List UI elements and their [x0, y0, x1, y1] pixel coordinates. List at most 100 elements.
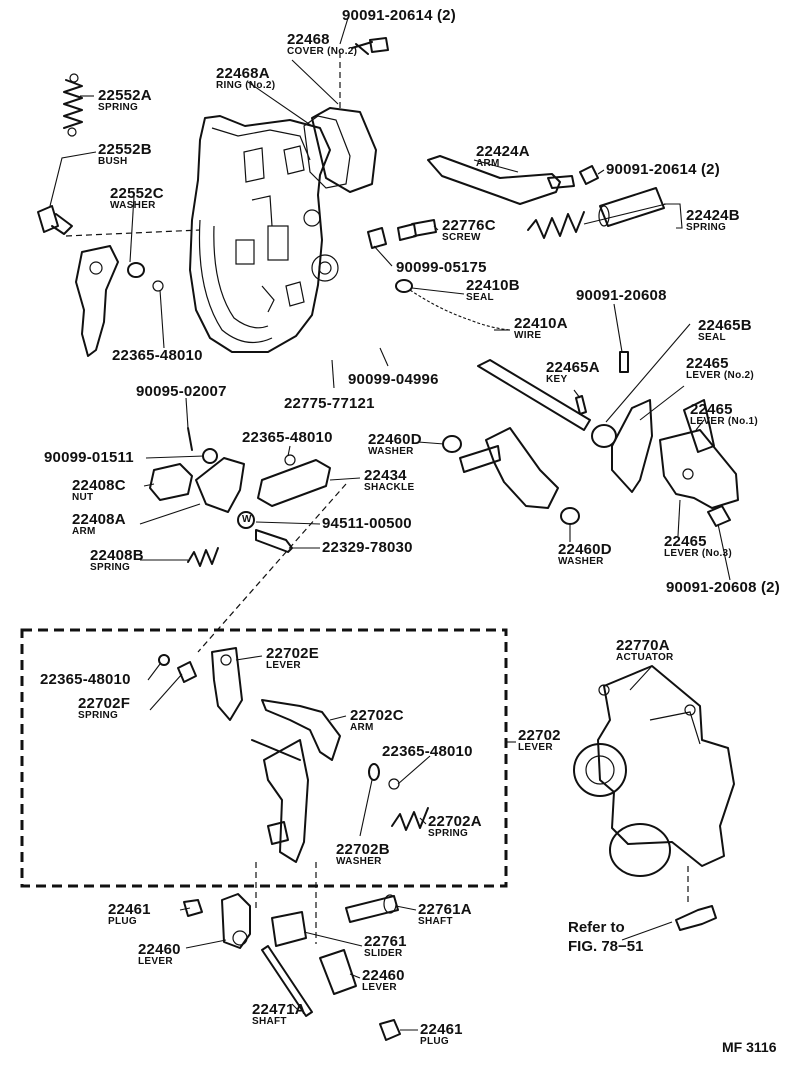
label-p32: 22329-78030	[322, 540, 413, 555]
bolt-22329-78030	[255, 529, 293, 553]
cover-no2	[303, 107, 377, 193]
part-number: 22471A	[252, 1001, 306, 1018]
label-p25: 90099-01511	[44, 450, 134, 465]
slider-22761	[271, 911, 307, 947]
part-number: 22408A	[72, 511, 126, 528]
part-name: LEVER (No.1)	[690, 416, 759, 427]
part-number: 22702E	[266, 645, 319, 662]
part-number: 22552C	[110, 185, 164, 202]
shaft	[477, 359, 591, 431]
shaft-22761A	[345, 895, 399, 923]
seal-22410B	[395, 279, 413, 293]
part-name: LEVER	[518, 742, 553, 753]
part-name: RING (No.2)	[216, 80, 276, 91]
mounting-bracket	[75, 245, 119, 357]
part-name: SCREW	[442, 232, 481, 243]
label-p40: 22365-48010	[382, 744, 473, 759]
label-p16: 22365-48010	[112, 348, 203, 363]
part-number: 22776C	[442, 217, 496, 234]
part-number: 22410B	[466, 277, 520, 294]
part-name: BUSH	[98, 156, 128, 167]
part-name: LEVER (No.3)	[664, 548, 733, 559]
part-number: 22365-48010	[242, 429, 333, 446]
label-p1: 90091-20614 (2)	[342, 8, 456, 23]
lever-no1-no3	[659, 399, 739, 509]
leader-lines	[49, 17, 731, 1031]
part-number: 22461	[108, 901, 151, 918]
screw-22776C	[397, 219, 437, 241]
part-name: COVER (No.2)	[287, 46, 358, 57]
part-number: 22552B	[98, 141, 152, 158]
part-number: 22702C	[350, 707, 404, 724]
lever-no2	[611, 351, 653, 493]
part-number: 22408B	[90, 547, 144, 564]
part-number: 90099-05175	[396, 259, 487, 276]
part-name: ARM	[72, 526, 96, 537]
part-number: 22365-48010	[40, 671, 131, 688]
part-number: 22465A	[546, 359, 600, 376]
part-number: 22365-48010	[112, 347, 203, 364]
spring-22408B	[187, 547, 219, 567]
part-name: WASHER	[558, 556, 604, 567]
part-name: SHAFT	[418, 916, 453, 927]
actuator-bolt	[675, 905, 717, 931]
part-name: PLUG	[420, 1036, 449, 1047]
washer-W	[237, 511, 255, 529]
part-number: 90091-20614 (2)	[606, 161, 720, 178]
part-number: 22468	[287, 31, 330, 48]
part-name: ACTUATOR	[616, 652, 674, 663]
actuator-22770A	[573, 665, 735, 877]
part-name: NUT	[72, 492, 94, 503]
arm-22408A	[195, 457, 245, 513]
part-number: 22329-78030	[322, 539, 413, 556]
part-number: 22460	[362, 967, 405, 984]
part-number: 90099-01511	[44, 449, 134, 466]
lever-22460-left	[221, 893, 251, 949]
part-name: SEAL	[698, 332, 726, 343]
lever-22702-group	[158, 647, 429, 863]
part-name: SPRING	[90, 562, 131, 573]
spring-22552A	[63, 73, 83, 137]
part-number: 90095-02007	[136, 383, 227, 400]
reference-line1: Refer to	[568, 919, 625, 936]
part-name: LEVER (No.2)	[686, 370, 755, 381]
part-number: 22552A	[98, 87, 152, 104]
part-name: ARM	[350, 722, 374, 733]
part-number: 22465	[664, 533, 707, 550]
key-22465A	[575, 395, 587, 415]
part-name: SPRING	[428, 828, 469, 839]
part-number: 22410A	[514, 315, 568, 332]
seal-22465B	[591, 424, 617, 448]
pin-90095-02007	[187, 427, 193, 451]
part-number: 22468A	[216, 65, 270, 82]
part-number: 22424B	[686, 207, 740, 224]
part-name: SHAFT	[252, 1016, 287, 1027]
washer-w-mark: W	[242, 514, 252, 525]
part-number: 22761	[364, 933, 407, 950]
part-number: 22424A	[476, 143, 530, 160]
label-p29: 94511-00500	[322, 516, 412, 531]
part-name: WASHER	[368, 446, 414, 457]
part-number: 22460	[138, 941, 181, 958]
